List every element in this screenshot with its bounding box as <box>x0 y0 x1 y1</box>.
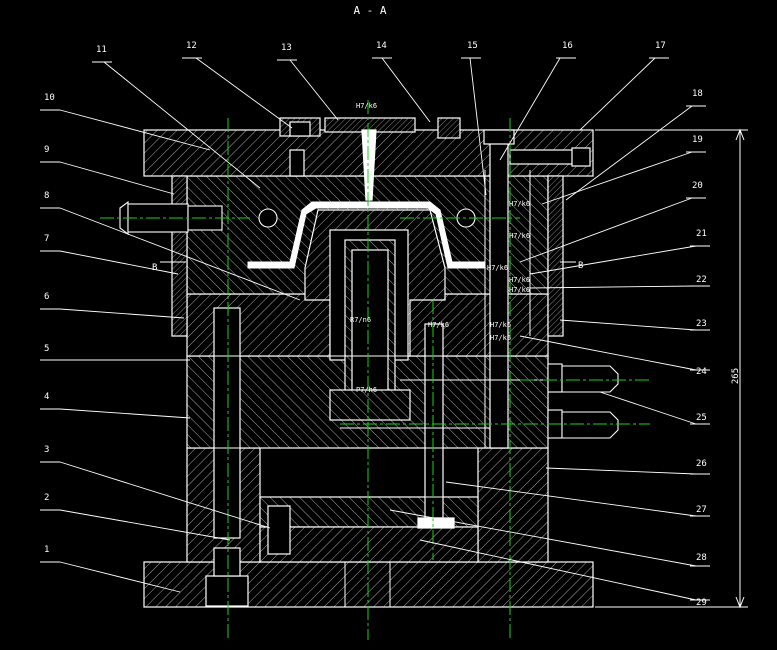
core <box>304 209 446 421</box>
leader-line <box>59 250 179 275</box>
fasteners <box>205 129 591 607</box>
fit-a: H7/k6 <box>509 200 530 208</box>
fit-annotations: H7/k6 H7/k6 H7/k6 H7/k6 H7/k6 H7/k6 H7/k… <box>350 102 530 394</box>
right-side-wall <box>547 175 564 337</box>
leader-line <box>599 391 697 425</box>
part-number-label: 22 <box>696 275 707 285</box>
part-number-label: 16 <box>562 41 573 51</box>
right-support-block <box>477 447 549 563</box>
part-number-label: 2 <box>44 493 49 503</box>
leader-line <box>519 335 697 371</box>
part-number-label: 26 <box>696 459 707 469</box>
part-number-label: 20 <box>692 181 703 191</box>
part-number-label: 25 <box>696 413 707 423</box>
part-number-label: 8 <box>44 191 49 201</box>
part-number-label: 14 <box>376 41 387 51</box>
leader-line <box>519 197 693 263</box>
left-guide-pin <box>213 307 241 539</box>
leader-line <box>59 561 181 593</box>
leader-line <box>565 105 693 201</box>
fit-g: H7/k6 <box>490 321 511 329</box>
leader-line <box>59 461 271 529</box>
part-number-label: 13 <box>281 43 292 53</box>
dimension-value: 265 <box>731 368 741 384</box>
part-number-label: 10 <box>44 93 55 103</box>
water-fittings <box>119 200 619 439</box>
part-number-label: 28 <box>696 553 707 563</box>
part-number-label: 21 <box>696 229 707 239</box>
leader-line <box>59 408 191 419</box>
leader-line <box>499 57 561 161</box>
part-number-label: 15 <box>467 41 478 51</box>
leader-line <box>529 285 697 289</box>
ejector-pin-right <box>424 323 444 519</box>
leader-line <box>419 539 697 601</box>
part-number-label: 24 <box>696 367 707 377</box>
leader-line <box>103 61 261 189</box>
leader-line <box>545 467 697 475</box>
part-number-label: 6 <box>44 292 49 302</box>
part-number-label: 5 <box>44 344 49 354</box>
sprue-bushing <box>279 117 461 201</box>
leader-line <box>289 59 339 121</box>
part-number-label: 9 <box>44 145 49 155</box>
leader-line <box>541 151 693 205</box>
leader-line <box>389 509 697 567</box>
part-number-label: 27 <box>696 505 707 515</box>
center-lines <box>100 100 650 640</box>
part-number-label: 19 <box>692 135 703 145</box>
fit-inner: R7/n6 <box>350 316 371 324</box>
part-number-label: 4 <box>44 392 49 402</box>
part-number-label: 11 <box>96 45 107 55</box>
overall-dimension <box>595 128 748 609</box>
fit-core: P7/h6 <box>356 386 377 394</box>
right-guide-pin <box>489 131 509 449</box>
fit-b: H7/k6 <box>509 232 530 240</box>
part-number-label: 17 <box>655 41 666 51</box>
leader-line <box>445 481 697 517</box>
leader-line <box>195 57 293 129</box>
leader-line <box>559 319 697 331</box>
leader-line <box>381 57 431 123</box>
fit-d: H7/k6 <box>509 276 530 284</box>
part-number-label: 23 <box>696 319 707 329</box>
part-number-label: 1 <box>44 545 49 555</box>
part-number-label: 29 <box>696 598 707 608</box>
section-title: A - A <box>353 4 386 17</box>
leader-line <box>579 57 656 131</box>
leader-line <box>59 207 301 301</box>
fit-h: H7/k6 <box>490 334 511 342</box>
leader-line <box>59 308 185 319</box>
section-mark-right: B <box>578 261 583 271</box>
fit-top: H7/k6 <box>356 102 377 110</box>
part-number-label: 12 <box>186 41 197 51</box>
ejector-plate <box>259 526 479 563</box>
fit-f: H7/k6 <box>428 321 449 329</box>
section-mark-left: B <box>152 263 157 273</box>
fit-e: H7/k6 <box>509 286 530 294</box>
part-number-label: 7 <box>44 234 49 244</box>
leader-line <box>59 161 175 195</box>
leader-line <box>529 245 697 275</box>
leader-line <box>59 109 211 151</box>
leader-line <box>469 57 487 196</box>
part-number-label: 18 <box>692 89 703 99</box>
fit-c: H7/k6 <box>487 264 508 272</box>
leader-line <box>59 509 231 541</box>
part-number-label: 3 <box>44 445 49 455</box>
